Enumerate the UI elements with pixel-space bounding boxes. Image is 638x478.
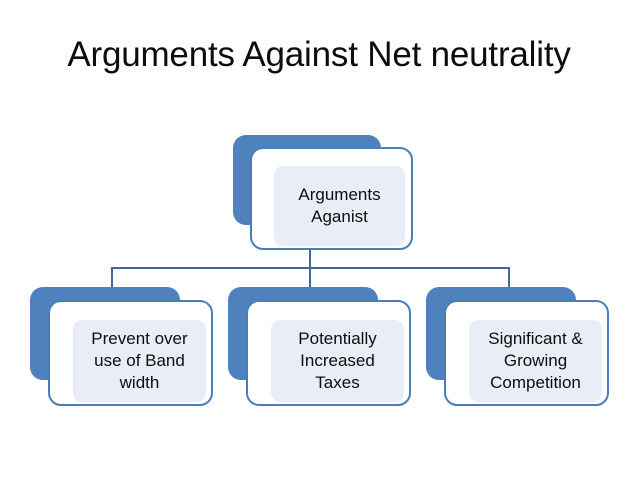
node-child-competition-label: Significant & Growing Competition [488, 329, 583, 392]
node-child-bandwidth-card[interactable]: Prevent over use of Band width [48, 300, 213, 406]
node-child-taxes[interactable]: Potentially Increased Taxes [228, 287, 411, 406]
connector-drop-center [309, 267, 311, 289]
node-child-competition-card[interactable]: Significant & Growing Competition [444, 300, 609, 406]
node-child-taxes-card[interactable]: Potentially Increased Taxes [246, 300, 411, 406]
page-title: Arguments Against Net neutrality [67, 35, 571, 74]
connector-drop-left [111, 267, 113, 289]
node-child-bandwidth[interactable]: Prevent over use of Band width [30, 287, 213, 406]
node-child-bandwidth-inner-panel: Prevent over use of Band width [73, 320, 206, 402]
node-child-bandwidth-label: Prevent over use of Band width [91, 329, 188, 392]
node-root-inner-panel: Arguments Aganist [274, 166, 405, 246]
connector-root-stem [309, 245, 311, 269]
node-child-competition[interactable]: Significant & Growing Competition [426, 287, 609, 406]
node-root-label: Arguments Aganist [298, 185, 381, 226]
node-child-taxes-inner-panel: Potentially Increased Taxes [271, 320, 404, 402]
node-child-taxes-label: Potentially Increased Taxes [298, 329, 377, 392]
node-root[interactable]: Arguments Aganist [233, 135, 413, 250]
node-child-competition-inner-panel: Significant & Growing Competition [469, 320, 602, 402]
connector-drop-right [508, 267, 510, 289]
node-root-card[interactable]: Arguments Aganist [250, 147, 413, 250]
